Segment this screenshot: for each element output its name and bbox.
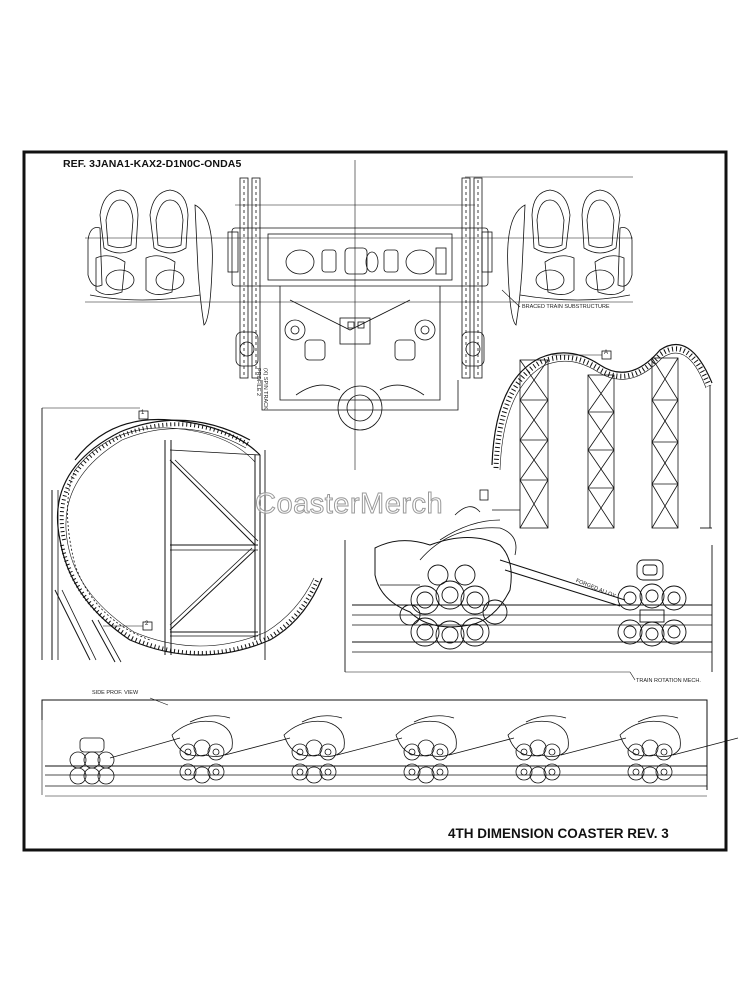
hill-track-drawing [479,343,713,529]
reference-number: REF. 3JANA1-KAX2-D1N0C-ONDA5 [63,158,242,170]
train-rotation-drawing [344,506,713,681]
callout-profile: PROFILE 2 [255,368,261,397]
hill-marker-a: A [604,350,609,356]
drawing-title: 4TH DIMENSION COASTER REV. 3 [448,826,669,841]
right-seat-group [507,189,633,326]
vertical-rail-right [461,177,483,379]
loop-marker-1: 1 [141,410,145,416]
center-beam [227,227,493,287]
loop-marker-2: 2 [145,621,149,627]
callout-side-profile: SIDE PROF. VIEW [92,690,139,696]
vertical-rail-left [239,177,261,379]
callout-spin-track: (X) SPIN TRACK [262,368,268,410]
lower-mechanism [235,286,485,431]
side-profile-drawing [41,697,739,797]
callout-braced-train: BRACED TRAIN SUBSTRUCTURE [522,304,610,310]
left-seat-group [87,189,213,326]
front-view-drawing [85,160,633,470]
callout-train-rotation: TRAIN ROTATION MECH. [636,678,701,684]
watermark: CoasterMerch [254,488,444,521]
vertical-loop-drawing [41,407,323,663]
sheet-frame [22,150,728,852]
